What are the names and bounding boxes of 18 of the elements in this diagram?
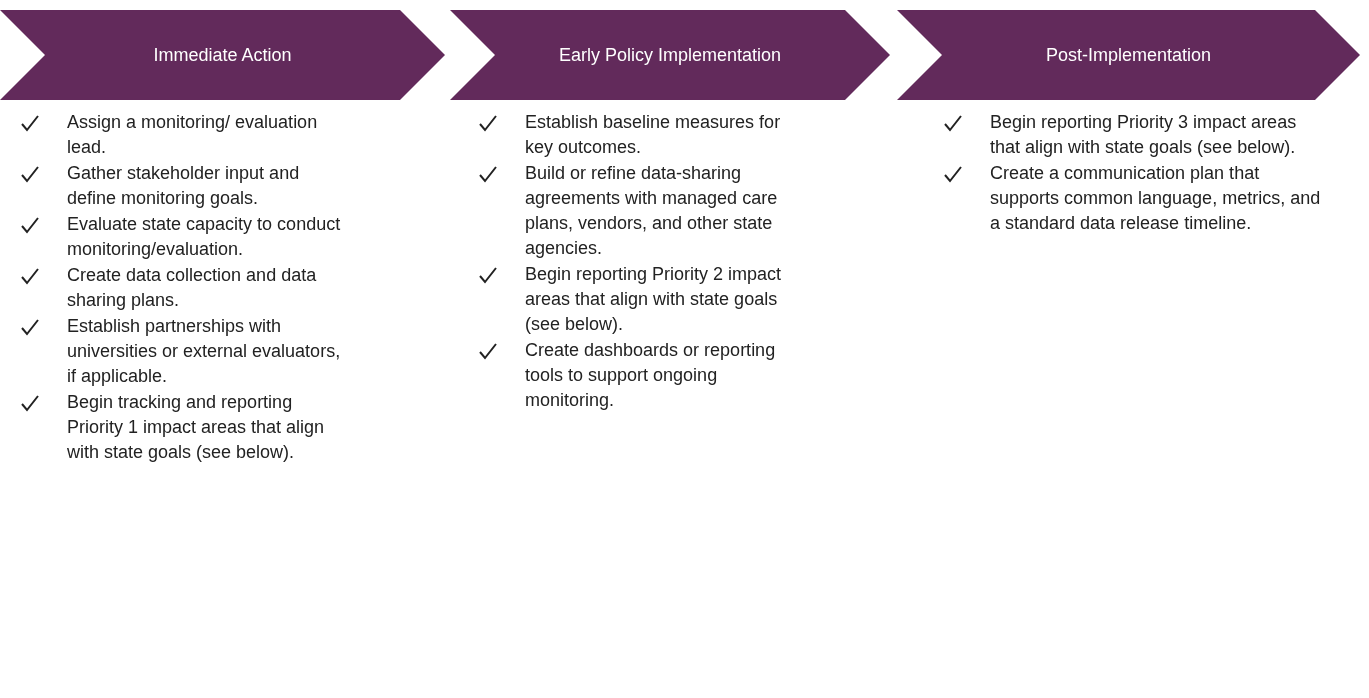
stage-title: Immediate Action xyxy=(153,44,292,66)
bullet-text: Begin reporting Priority 3 impact areas that align with state goals (see below). xyxy=(990,111,1298,159)
bullet-text: Begin reporting Priority 2 impact areas that align with state goals (see below). xyxy=(525,263,783,336)
bullet-text: Assign a monitoring/ evaluation lead. xyxy=(67,111,319,159)
bullet-text: Create a communication plan that supports common language, metrics, and a standard data release timeline. xyxy=(990,162,1322,235)
bullet-text: Create data collection and data sharing plans. xyxy=(67,264,318,312)
bullet-text: Gather stakeholder input and define monitoring goals. xyxy=(67,162,301,210)
bullet-text: Create dashboards or reporting tools to support ongoing monitoring. xyxy=(525,339,777,412)
stage-title: Early Policy Implementation xyxy=(558,44,782,66)
bullet-text: Establish baseline measures for key outcomes. xyxy=(525,111,782,159)
stage-title: Post-Implementation xyxy=(1045,44,1212,66)
bullet-text: Evaluate state capacity to conduct monitoring/evaluation. xyxy=(67,213,342,261)
bullet-text: Begin tracking and reporting Priority 1 impact areas that align with state goals (see below). xyxy=(67,391,326,464)
chevron-banner xyxy=(0,10,445,100)
chevron-banner xyxy=(450,10,890,100)
chevron-banner xyxy=(897,10,1360,100)
bullet-text: Establish partnerships with universities or external evaluators, if applicable. xyxy=(67,315,342,388)
bullet-text: Build or refine data-sharing agreements with managed care plans, vendors, and other state agencies. xyxy=(525,162,779,260)
